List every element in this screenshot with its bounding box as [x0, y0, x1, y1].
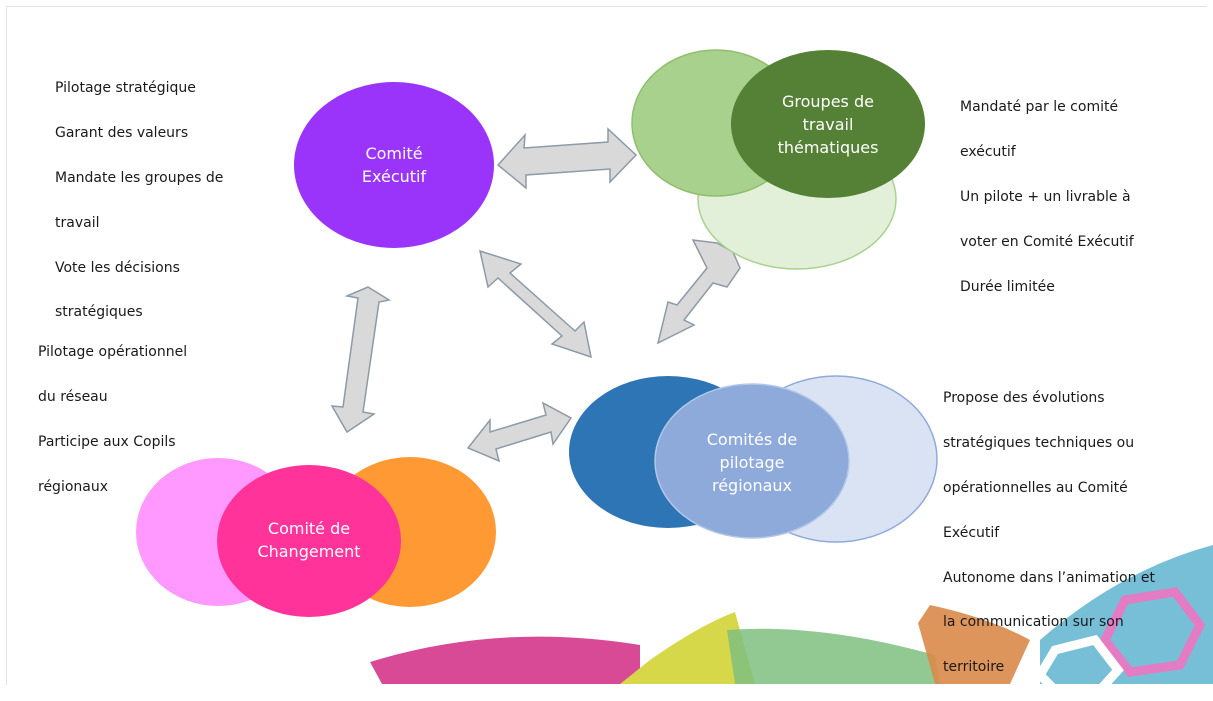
green-arc [727, 628, 940, 684]
regional-description-line: Exécutif [943, 524, 1000, 541]
arrow-executive-working-groups [496, 127, 638, 190]
regional-description-line: opérationnelles au Comité [943, 480, 1128, 497]
executive-description-line: Mandate les groupes de [55, 170, 224, 187]
orange-arc [918, 605, 1030, 684]
executive-description-line: travail [55, 214, 100, 231]
cyan-arc [1040, 545, 1213, 684]
change-description-line: du réseau [38, 389, 108, 406]
working-groups-circle [731, 50, 925, 198]
working-groups-description-line: exécutif [960, 144, 1016, 161]
working-groups-label: Groupes de travail thématiques [777, 91, 879, 157]
hexagon-pink [1099, 587, 1206, 677]
working-groups-description-line: Mandaté par le comité [960, 99, 1119, 116]
change-description-line: Pilotage opérationnel [38, 344, 188, 361]
regional-description-line: Propose des évolutions [943, 390, 1105, 407]
regional-description: Propose des évolutions stratégiques tech… [943, 365, 1203, 701]
change-description: Pilotage opérationnel du réseau Particip… [38, 319, 258, 521]
regional-description-line: stratégiques techniques ou [943, 435, 1135, 452]
arrow-working-groups-regional [656, 239, 741, 345]
regional-circle [654, 383, 850, 539]
working-groups-description-line: Durée limitée [960, 278, 1055, 295]
hexagon-white [1034, 634, 1124, 684]
executive-description-line: Garant des valeurs [55, 125, 189, 142]
regional-label: Comités de pilotage régionaux [706, 429, 798, 495]
executive-description-line: Pilotage stratégique [55, 80, 196, 97]
yellow-arc [620, 612, 755, 684]
change-label: Comité de Changement [257, 519, 361, 561]
regional-description-line: territoire [943, 659, 1005, 676]
decorative-background [370, 545, 1213, 684]
arrow-executive-regional [478, 249, 592, 359]
working-groups-description: Mandaté par le comité exécutif Un pilote… [960, 74, 1200, 320]
arrow-executive-change [330, 286, 392, 434]
executive-label: Comité Exécutif [361, 144, 427, 186]
executive-description: Pilotage stratégique Garant des valeurs … [55, 55, 285, 346]
executive-description-line: stratégiques [55, 304, 143, 321]
executive-circle [294, 82, 494, 248]
arrows [330, 127, 741, 463]
arrow-change-regional [466, 401, 573, 463]
working-groups-description-line: voter en Comité Exécutif [960, 233, 1134, 250]
change-description-line: Participe aux Copils [38, 434, 176, 451]
executive-description-line: Vote les décisions [55, 259, 180, 276]
regional-description-line: la communication sur son [943, 614, 1124, 631]
diagram-canvas [136, 49, 1213, 684]
magenta-arc [370, 636, 640, 684]
slide-frame [6, 6, 1207, 685]
regional-description-line: Autonome dans l’animation et [943, 569, 1155, 586]
change-circle [217, 465, 401, 617]
working-groups-description-line: Un pilote + un livrable à [960, 189, 1131, 206]
change-description-line: régionaux [38, 478, 109, 495]
